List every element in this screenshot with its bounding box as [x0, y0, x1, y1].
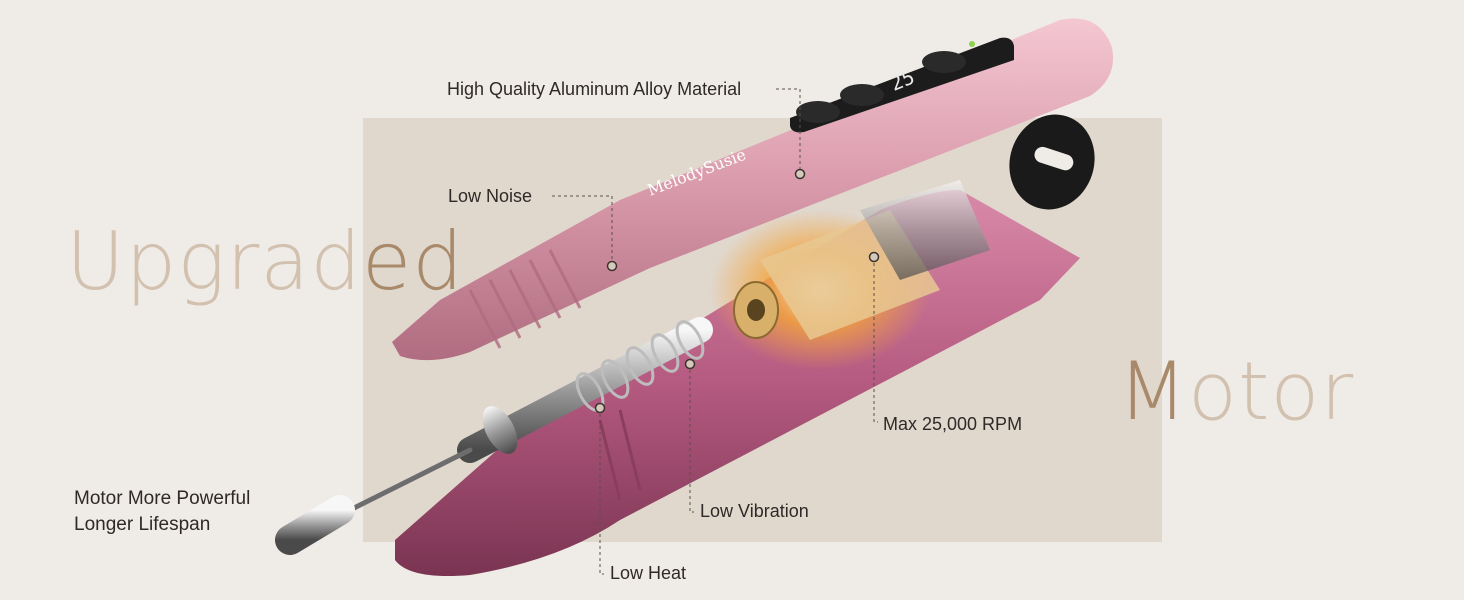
callout-low-vibration: Low Vibration: [700, 501, 809, 521]
callout-max-rpm: Max 25,000 RPM: [883, 414, 1023, 434]
headline-upgraded-light: Upgrad: [66, 215, 363, 308]
spindle-assembly: [275, 317, 713, 555]
callout-dots: [594, 168, 880, 414]
headline-upgraded-dark: ed: [362, 215, 465, 308]
power-indicator: [969, 41, 975, 47]
callout-aluminum: High Quality Aluminum Alloy Material: [447, 79, 742, 99]
drill-bit: [275, 495, 355, 555]
headline-upgraded: Upgraded: [66, 222, 464, 302]
callout-motor-line1: Motor More Powerful: [74, 488, 251, 509]
grip-rings: [468, 249, 582, 349]
headline-motor: Motor: [1118, 352, 1354, 432]
callout-low-heat: Low Heat: [610, 563, 687, 583]
headline-motor-dark: M: [1118, 345, 1189, 438]
control-panel: 25: [790, 37, 1014, 133]
callout-low-noise: Low Noise: [448, 186, 533, 206]
callout-motor-line2: Longer Lifespan: [74, 513, 211, 535]
callout-leaders: [552, 88, 878, 575]
end-cap: [1009, 114, 1095, 210]
pen-upper-shell: 25 MelodySusie: [392, 18, 1114, 361]
headline-motor-light: otor: [1188, 345, 1355, 438]
callout-motor-powerful: Motor More Powerful Longer Lifespan: [74, 486, 250, 537]
motor-core: [710, 180, 990, 370]
